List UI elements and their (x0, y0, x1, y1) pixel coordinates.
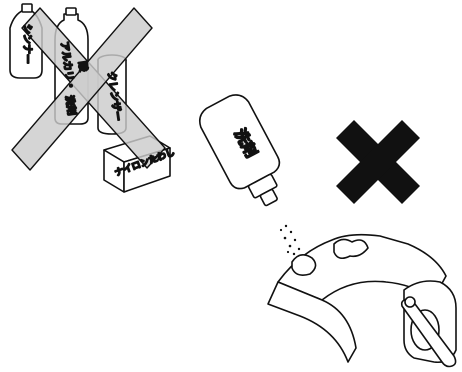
prohibited-items-group: シンナー アルカリ・ 酸 洗剤 クレンザー ナイロンたわし (10, 4, 176, 192)
thinner-label: シンナー (21, 24, 33, 64)
prohibited-cross-band (12, 8, 165, 170)
not-allowed-x-mark (336, 120, 420, 204)
detergent-spray-bottle: 洗剤 (194, 90, 295, 216)
toilet-device (268, 235, 456, 367)
